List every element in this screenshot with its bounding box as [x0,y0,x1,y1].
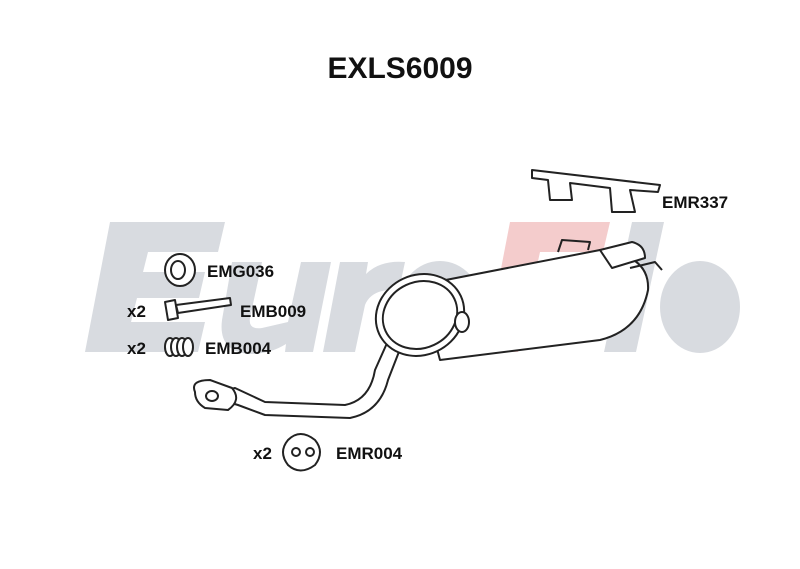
tailpipe [599,241,646,269]
part-label-emr004: EMR004 [336,444,403,463]
qty-emr004: x2 [253,444,272,463]
emr337-bracket [531,169,661,213]
emb009-bolt [164,299,179,321]
qty-emb009: x2 [127,302,146,321]
part-label-emg036: EMG036 [207,262,275,281]
emb004-spring [164,337,194,357]
part-number-title: EXLS6009 [327,52,473,85]
qty-emb004: x2 [127,339,146,358]
part-label-emr337: EMR337 [662,193,729,212]
part-label-emb004: EMB004 [205,339,272,358]
part-label-emb009: EMB009 [240,302,307,321]
emr004-rubber [282,433,321,472]
